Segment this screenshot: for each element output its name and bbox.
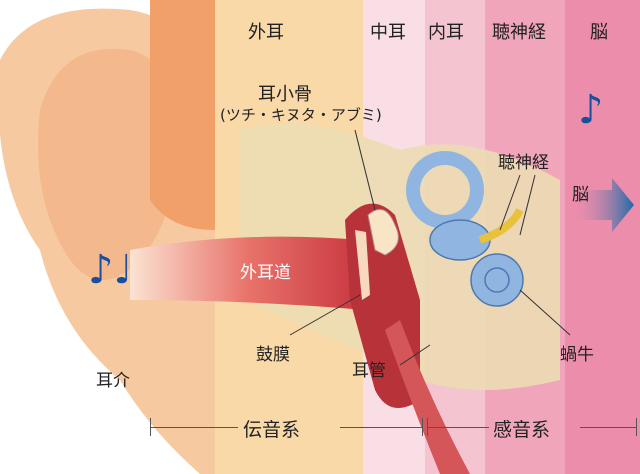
label-cochlea: 蝸牛 xyxy=(560,345,594,365)
bracket-tick xyxy=(636,418,637,436)
auricle-fold xyxy=(38,48,180,280)
skin-layer xyxy=(150,0,215,230)
label-eustachian-tube: 耳管 xyxy=(352,361,386,381)
header-inner-ear: 内耳 xyxy=(428,22,464,43)
inner-ear-shape xyxy=(406,151,524,307)
header-middle-ear: 中耳 xyxy=(370,22,406,43)
label-ossicles: 耳小骨 xyxy=(258,84,312,105)
bracket-tick xyxy=(422,418,423,436)
bracket-line xyxy=(150,427,238,428)
bracket-line xyxy=(340,427,422,428)
eardrum-shape xyxy=(355,230,370,300)
music-note-left-icon: ♪♩ xyxy=(88,247,133,293)
leader-lines xyxy=(289,129,571,366)
bracket-line xyxy=(580,427,636,428)
label-ossicles-detail: (ツチ・キヌタ・アブミ) xyxy=(220,106,382,124)
eustachian-tube xyxy=(385,320,470,474)
label-auricle: 耳介 xyxy=(96,371,130,391)
label-conductive-system: 伝音系 xyxy=(243,419,301,441)
label-auditory-nerve: 聴神経 xyxy=(498,153,549,173)
signal-arrow-icon xyxy=(570,178,634,232)
region-brain xyxy=(565,0,640,474)
header-auditory-nerve: 聴神経 xyxy=(492,22,546,43)
ear-canal xyxy=(130,236,365,310)
label-brain: 脳 xyxy=(572,185,589,205)
header-brain: 脳 xyxy=(590,22,608,43)
label-sensorineural-system: 感音系 xyxy=(493,419,551,441)
ossicles-shape xyxy=(367,208,399,256)
nerve-fibers xyxy=(478,208,524,244)
header-outer-ear: 外耳 xyxy=(248,22,284,43)
label-ear-canal: 外耳道 xyxy=(240,263,291,283)
bracket-line xyxy=(427,427,489,428)
label-eardrum: 鼓膜 xyxy=(256,345,290,365)
music-note-right-icon: ♪ xyxy=(578,87,604,133)
